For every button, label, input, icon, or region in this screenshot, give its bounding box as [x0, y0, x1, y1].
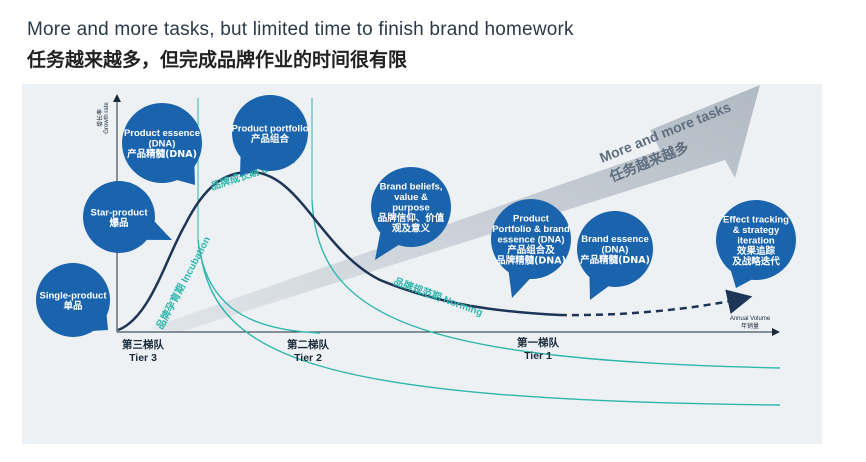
- tier1-zh: 第一梯队: [517, 336, 559, 349]
- bubble-line: 观及意义: [391, 223, 431, 235]
- bubble-line: 品牌信仰、价值: [378, 212, 445, 224]
- title-zh: 任务越来越多，但完成品牌作业的时间很有限: [27, 49, 408, 71]
- bubble-circle: [232, 95, 308, 171]
- bubble-tail: [508, 272, 530, 298]
- bubble-line: Star-product: [91, 207, 149, 218]
- bubble-line: (DNA): [602, 245, 629, 256]
- title-en: More and more tasks, but limited time to…: [27, 19, 574, 40]
- bubble-line: 产品精髓(DNA): [127, 148, 197, 160]
- tasks-band: [150, 85, 760, 332]
- bubble-line: value &: [394, 192, 428, 203]
- decay-curve-2: [311, 199, 781, 369]
- tier3-zh: 第三梯队: [122, 338, 164, 351]
- bubble-line: Product portfolio: [231, 123, 308, 134]
- bubble-line: 产品组合: [251, 133, 290, 145]
- bubble-line: Product: [513, 214, 550, 225]
- y-label-zh: 增长率: [96, 109, 104, 127]
- bubble-line: Portfolio & brand: [492, 224, 570, 235]
- bubble-line: Product essence: [124, 128, 200, 139]
- bubble-line: 及战略迭代: [732, 256, 780, 268]
- bubble-line: (DNA): [149, 139, 176, 150]
- bubble-line: Single-product: [39, 290, 107, 301]
- bubble-8: Effect tracking& strategyiteration效果追踪及战…: [716, 200, 796, 288]
- bubble-line: Brand beliefs,: [380, 182, 443, 193]
- bubble-line: essence (DNA): [497, 235, 564, 246]
- bubble-tail: [240, 156, 258, 176]
- bubble-3: Product essence(DNA)产品精髓(DNA): [122, 103, 202, 185]
- tier1-en: Tier 1: [524, 350, 552, 362]
- bubble-circle: [491, 199, 571, 279]
- tier2-en: Tier 2: [294, 352, 322, 364]
- bubble-circle: [36, 263, 110, 337]
- tier2-zh: 第二梯队: [287, 338, 329, 351]
- bubble-tail: [375, 232, 399, 260]
- bubble-line: 产品精髓(DNA): [580, 254, 650, 266]
- bubble-7: Brand essence(DNA)产品精髓(DNA): [577, 211, 653, 300]
- bubble-circle: [371, 167, 451, 247]
- bubble-line: 产品组合及: [507, 244, 555, 256]
- bubble-line: Effect tracking: [723, 215, 789, 226]
- bubble-line: & strategy: [733, 225, 780, 236]
- bubble-line: 效果追踪: [737, 245, 776, 257]
- bubble-circle: [122, 103, 202, 183]
- tier3-en: Tier 3: [129, 352, 157, 364]
- decay-curve-3: [199, 249, 781, 406]
- bubble-tail: [589, 277, 609, 300]
- bubble-tail: [731, 271, 752, 288]
- bubble-line: iteration: [737, 236, 775, 247]
- bubble-line: 爆品: [109, 217, 128, 229]
- x-label-zh: 年销量: [741, 322, 759, 330]
- lifecycle-curve: [117, 170, 561, 332]
- bubble-line: purpose: [392, 203, 429, 214]
- x-label-en: Annual Volume: [730, 316, 771, 322]
- lifecycle-curve-dashed: [559, 289, 753, 317]
- bubble-line: 单品: [63, 300, 82, 312]
- bubble-circle: [716, 200, 796, 280]
- y-label-en: Growth rate: [104, 102, 110, 134]
- bubble-line: 品牌精髓(DNA): [496, 255, 566, 267]
- bubble-circle: [577, 211, 653, 287]
- phase-norming: 品牌规范期 Norming: [392, 275, 485, 319]
- bubble-circle: [83, 181, 155, 253]
- bubble-line: Brand essence: [581, 234, 649, 245]
